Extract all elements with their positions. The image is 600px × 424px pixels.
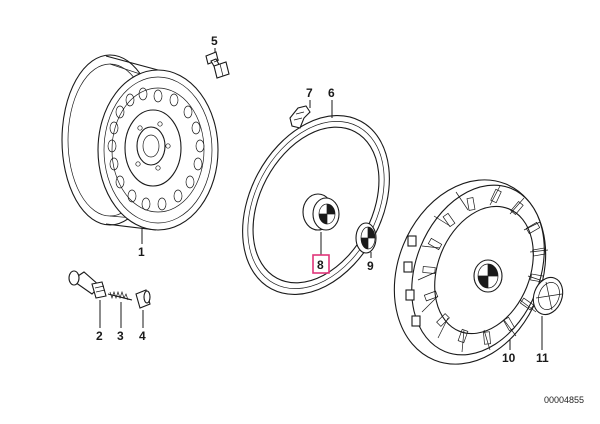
valve-cap[interactable] — [135, 289, 151, 309]
emblem-large[interactable] — [528, 273, 567, 318]
callout-1[interactable]: 1 — [138, 245, 145, 259]
hub-cap[interactable] — [302, 193, 340, 231]
callout-5[interactable]: 5 — [211, 34, 218, 48]
valve-stem[interactable] — [68, 270, 107, 299]
callout-2[interactable]: 2 — [96, 329, 103, 343]
callout-3[interactable]: 3 — [117, 329, 124, 343]
valve-core[interactable] — [107, 290, 133, 301]
diagram-code: 00004855 — [544, 395, 584, 405]
callout-11[interactable]: 11 — [536, 351, 549, 365]
steel-wheel-rim[interactable] — [61, 54, 219, 231]
callout-6[interactable]: 6 — [328, 86, 335, 100]
retaining-clip[interactable] — [289, 105, 311, 129]
wheel-cover[interactable] — [368, 157, 573, 387]
wheel-bolt[interactable] — [205, 51, 230, 79]
callout-8-highlight-box — [312, 254, 330, 274]
callout-9[interactable]: 9 — [367, 259, 374, 273]
callout-10[interactable]: 10 — [502, 351, 516, 365]
emblem-small[interactable] — [355, 222, 377, 254]
callout-7[interactable]: 7 — [306, 86, 313, 100]
callout-8[interactable]: 8 — [317, 258, 324, 272]
callout-4[interactable]: 4 — [139, 329, 146, 343]
